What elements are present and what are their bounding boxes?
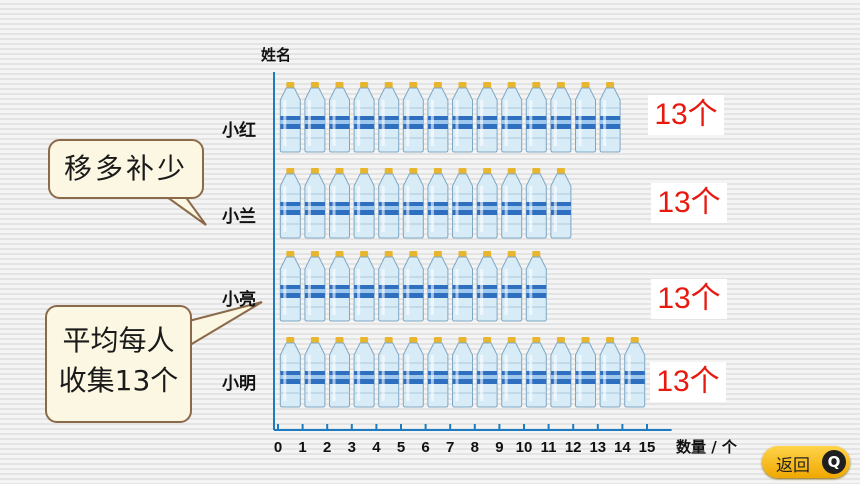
- water-bottle: [452, 82, 473, 153]
- water-bottle: [525, 337, 547, 408]
- water-bottle: [353, 168, 375, 239]
- y-axis-title: 姓名: [261, 46, 291, 64]
- water-bottle: [501, 82, 523, 153]
- water-bottle: [427, 82, 449, 153]
- bottle-row: [279, 82, 621, 153]
- water-bottle: [353, 337, 375, 408]
- x-tick-label: 10: [516, 439, 533, 456]
- water-bottle: [575, 337, 596, 408]
- back-button[interactable]: 返回 Q: [762, 446, 850, 478]
- water-bottle: [599, 337, 621, 408]
- water-bottle: [452, 251, 473, 322]
- x-tick-label: 14: [614, 439, 631, 456]
- count-label: 13个: [650, 362, 726, 402]
- x-tick-label: 2: [323, 439, 331, 456]
- water-bottle: [575, 82, 596, 153]
- count-label: 13个: [648, 95, 724, 135]
- water-bottle: [329, 251, 350, 322]
- water-bottle: [525, 82, 547, 153]
- category-label: 小明: [222, 374, 256, 394]
- water-bottle: [353, 251, 375, 322]
- x-tick-label: 6: [421, 439, 429, 456]
- x-tick-label: 15: [639, 439, 656, 456]
- water-bottle: [402, 337, 424, 408]
- average-callout-line2: 收集13个: [58, 364, 179, 397]
- water-bottle: [501, 251, 523, 322]
- water-bottle: [599, 82, 621, 153]
- move-callout: 移多补少: [48, 139, 204, 199]
- water-bottle: [279, 251, 301, 322]
- x-tick-label: 12: [565, 439, 582, 456]
- x-tick-label: 9: [495, 439, 503, 456]
- water-bottle: [304, 82, 326, 153]
- water-bottle: [550, 168, 572, 239]
- water-bottle: [624, 337, 646, 408]
- x-tick-label: 0: [274, 439, 282, 456]
- average-callout: 平均每人 收集13个: [45, 305, 192, 423]
- move-callout-text: 移多补少: [63, 152, 188, 185]
- x-tick-label: 4: [372, 439, 381, 456]
- water-bottle: [476, 337, 498, 408]
- x-tick-label: 5: [397, 439, 405, 456]
- x-tick-label: 13: [589, 439, 606, 456]
- water-bottle: [279, 82, 301, 153]
- water-bottle: [402, 82, 424, 153]
- count-label: 13个: [651, 183, 727, 223]
- water-bottle: [476, 251, 498, 322]
- x-tick-label: 3: [348, 439, 356, 456]
- water-bottle: [279, 337, 301, 408]
- water-bottle: [279, 168, 301, 239]
- water-bottle: [378, 82, 400, 153]
- water-bottle: [476, 82, 498, 153]
- water-bottle: [452, 337, 473, 408]
- x-tick-label: 7: [446, 439, 454, 456]
- water-bottle: [427, 337, 449, 408]
- bottle-bars: [279, 82, 646, 408]
- x-tick-label: 8: [471, 439, 479, 456]
- water-bottle: [525, 251, 547, 322]
- bottle-row: [279, 251, 547, 322]
- water-bottle: [304, 251, 326, 322]
- bottle-row: [279, 168, 572, 239]
- back-q-icon: Q: [822, 450, 846, 474]
- back-button-label: 返回: [776, 456, 810, 476]
- water-bottle: [476, 168, 498, 239]
- count-label: 13个: [651, 279, 727, 319]
- category-label: 小红: [222, 121, 256, 141]
- x-tick-label: 1: [298, 439, 306, 456]
- water-bottle: [402, 168, 424, 239]
- water-bottle: [550, 337, 572, 408]
- water-bottle: [329, 168, 350, 239]
- water-bottle: [378, 337, 400, 408]
- water-bottle: [304, 168, 326, 239]
- water-bottle: [329, 337, 350, 408]
- water-bottle: [427, 168, 449, 239]
- water-bottle: [427, 251, 449, 322]
- water-bottle: [304, 337, 326, 408]
- water-bottle: [501, 168, 523, 239]
- category-label: 小亮: [222, 290, 256, 310]
- water-bottle: [525, 168, 547, 239]
- water-bottle: [452, 168, 473, 239]
- water-bottle: [402, 251, 424, 322]
- water-bottle: [353, 82, 375, 153]
- x-axis-title: 数量 / 个: [676, 438, 738, 456]
- x-tick-label: 11: [541, 439, 557, 456]
- water-bottle: [329, 82, 350, 153]
- water-bottle: [378, 251, 400, 322]
- bottle-row: [279, 337, 646, 408]
- water-bottle: [501, 337, 523, 408]
- water-bottle: [550, 82, 572, 153]
- water-bottle: [378, 168, 400, 239]
- average-callout-line1: 平均每人: [62, 324, 175, 357]
- category-label: 小兰: [222, 207, 256, 227]
